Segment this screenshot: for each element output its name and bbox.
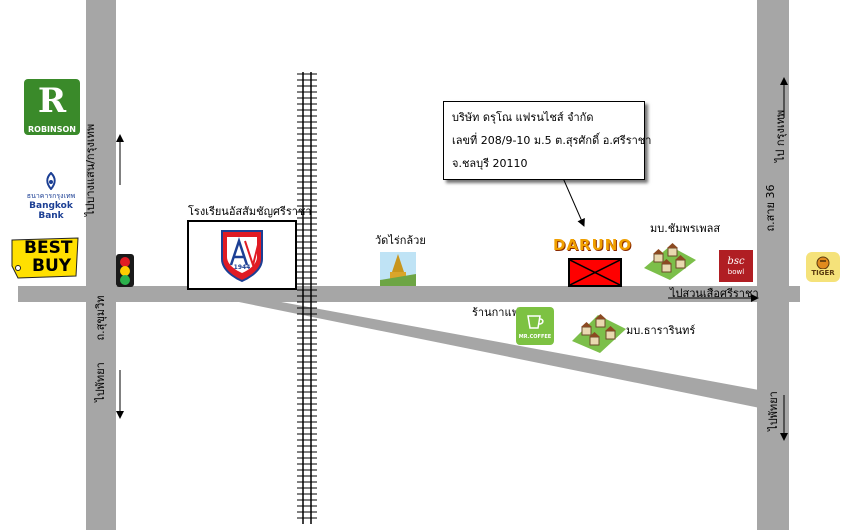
bowl-text: bowl: [727, 268, 745, 276]
label-school: โรงเรียนอัสสัมชัญศรีราชา: [188, 205, 312, 218]
bangkok-bank-thai: ธนาคารกรุงเทพ: [26, 192, 76, 200]
school-shield-icon: [221, 230, 263, 283]
company-address-2: จ.ชลบุรี 20110: [452, 157, 528, 170]
bsc-bowl-logo: bsc bowl: [719, 250, 753, 282]
bestbuy-tag-icon: [11, 237, 79, 279]
office-location-marker: [568, 258, 622, 287]
bestbuy-text-1: BEST: [24, 238, 73, 258]
tiger-text: TIGER: [811, 269, 835, 277]
bestbuy-text-2: BUY: [32, 256, 72, 276]
bangkok-bank-text: Bangkok Bank: [29, 201, 73, 221]
cross-mark-icon: [570, 260, 620, 285]
mr-coffee-text: MR.COFFEE: [518, 334, 552, 340]
tiger-zoo-logo: TIGER: [806, 252, 840, 282]
bsc-text: bsc: [727, 256, 745, 267]
robinson-text: ROBINSON: [28, 125, 76, 134]
label-village-top: มบ.ชัมพรเพลส: [650, 222, 721, 235]
company-name: บริษัท ดรุโณ แฟรนไชส์ จำกัด: [452, 111, 594, 124]
temple-icon: [380, 252, 416, 286]
bank-emblem-icon: [46, 172, 56, 190]
company-info-box: บริษัท ดรุโณ แฟรนไชส์ จำกัด เลขที่ 208/9…: [443, 101, 651, 180]
school-year: 1944: [233, 264, 251, 271]
railway-track: [297, 72, 317, 524]
village-houses-icon-2: [572, 314, 626, 353]
label-highway-36: ถ.สาย 36: [764, 184, 777, 232]
tiger-head-icon: [816, 256, 830, 269]
bestbuy-logo: BEST BUY: [10, 236, 80, 280]
traffic-light-icon: [116, 254, 134, 287]
coffee-cup-icon: [527, 315, 544, 329]
label-to-bangkok-right: ไป กรุงเทพ: [774, 109, 787, 163]
label-to-bangsaen: ไปบางแสน/กรุงเทพ: [84, 123, 97, 217]
label-village-bottom: มบ.ธารารินทร์: [626, 324, 696, 337]
road-left-vertical: [86, 0, 116, 530]
label-to-pattaya-left: ไปพัทยา: [94, 362, 107, 402]
bangkok-bank-logo: ธนาคารกรุงเทพ Bangkok Bank: [16, 164, 86, 221]
daruno-logo: DARUNO: [553, 236, 633, 256]
label-coffee-shop: ร้านกาแฟ: [472, 306, 520, 319]
label-to-pattaya-right: ไปพัทยา: [767, 391, 780, 431]
company-address-1: เลขที่ 208/9-10 ม.5 ต.สุรศักดิ์ อ.ศรีราช…: [452, 134, 652, 147]
daruno-text: DARUNO: [553, 236, 633, 254]
robinson-logo: R ROBINSON: [18, 73, 86, 141]
label-sukhumvit: ถ.สุขุมวิท: [94, 295, 107, 341]
school-box: 1944: [187, 220, 297, 290]
mr-coffee-logo: MR.COFFEE: [516, 307, 554, 345]
label-to-tiger-zoo: ไปสวนเสือศรีราชา: [670, 287, 759, 300]
label-temple: วัดไร่กล้วย: [375, 234, 426, 247]
village-houses-icon: [644, 243, 696, 280]
